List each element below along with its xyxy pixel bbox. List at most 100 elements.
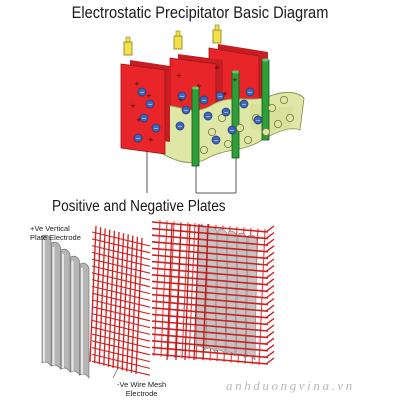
- assembly-horizontal-wire: [151, 307, 269, 319]
- mesh-horizontal-wire: [91, 326, 151, 342]
- positive-vertical-plate: [70, 255, 80, 377]
- plus-symbol: +: [136, 116, 142, 124]
- minus-symbol: −: [205, 113, 210, 120]
- assembly-wire-end: [265, 225, 275, 233]
- negative-ion: −: [245, 87, 255, 97]
- insulator-right: [212, 24, 222, 44]
- positive-vertical-plate: [79, 262, 90, 380]
- mesh-horizontal-wire: [91, 231, 151, 247]
- negative-ion: −: [137, 87, 147, 97]
- assembly-front-vertical-wire: [193, 223, 200, 361]
- negative-ion: −: [215, 91, 225, 101]
- particles-and-ions: −−−−−−−−−−−−−−−−−+++++++++++: [130, 64, 294, 154]
- mesh-horizontal-wire: [91, 251, 151, 267]
- assembly-wire-end: [265, 245, 275, 253]
- minus-symbol: −: [201, 97, 206, 104]
- assembly-wire-end: [265, 344, 275, 352]
- assembly-horizontal-wire: [151, 353, 269, 365]
- mesh-horizontal-wire: [91, 306, 151, 322]
- mesh-horizontal-wire: [91, 299, 151, 315]
- positive-plate-label: +Ve Vertical Plate Electrode: [30, 224, 81, 242]
- mesh-horizontal-wire: [91, 258, 151, 274]
- minus-symbol: −: [183, 107, 188, 114]
- insulator-left: [123, 36, 133, 56]
- negative-ion: −: [253, 115, 263, 125]
- discharge-electrode-1: [191, 86, 200, 167]
- assembly-wire-end: [265, 251, 275, 259]
- gas-particle: [235, 124, 244, 133]
- precipitator-basic-diagram: −−−−−−−−−−−−−−−−−+++++++++++: [120, 24, 305, 194]
- mesh-vertical-wire: [103, 229, 111, 366]
- positive-plate-label-line2: Plate Electrode: [30, 233, 81, 242]
- mesh-vertical-wire: [112, 231, 120, 369]
- negative-ion: −: [211, 135, 221, 145]
- assembly-horizontal-wire: [151, 326, 269, 339]
- mesh-vertical-wire: [93, 227, 102, 364]
- mesh-horizontal-wire: [91, 292, 151, 308]
- insulator-middle: [173, 30, 183, 50]
- assembly-wire-end: [265, 284, 275, 292]
- plus-symbol: +: [134, 80, 140, 88]
- negative-wire-mesh: [89, 225, 151, 376]
- gas-particle: [285, 114, 294, 123]
- mesh-vertical-wire: [116, 233, 125, 370]
- mesh-horizontal-wire: [91, 285, 151, 301]
- plus-symbol: +: [146, 92, 152, 100]
- plus-symbol: +: [222, 90, 228, 98]
- plus-symbol: +: [214, 64, 220, 72]
- negative-ion: −: [151, 123, 161, 133]
- negative-ion: −: [177, 91, 187, 101]
- gas-particle: [261, 127, 270, 136]
- gas-particle: [207, 127, 216, 136]
- mesh-horizontal-wire: [91, 245, 151, 261]
- mesh-horizontal-wire: [91, 333, 151, 349]
- plus-symbol: +: [196, 82, 202, 90]
- negative-ion: −: [227, 125, 237, 135]
- gas-particle: [217, 114, 226, 123]
- negative-ion: −: [175, 121, 185, 131]
- assembly-wire-end: [265, 357, 275, 365]
- collector-plate-front: [120, 60, 170, 155]
- plus-symbol: +: [178, 96, 184, 104]
- mesh-horizontal-wire: [91, 319, 151, 335]
- mesh-vertical-wire: [107, 230, 116, 367]
- assembly-front-vertical-wire: [175, 223, 182, 361]
- plus-symbol: +: [130, 102, 136, 110]
- assembly-horizontal-wire: [151, 300, 269, 312]
- assembly-wire-end: [265, 258, 275, 266]
- minus-symbol: −: [179, 93, 184, 100]
- assembly-wire-end: [265, 317, 275, 325]
- gas-particle: [267, 104, 276, 113]
- assembly-mesh-front: [151, 221, 275, 365]
- label-leader-negative: [112, 367, 119, 379]
- mesh-horizontal-wire: [91, 279, 151, 295]
- gas-particle: [223, 139, 232, 148]
- minus-symbol: −: [229, 127, 234, 134]
- mesh-horizontal-wire: [91, 360, 151, 376]
- assembly-horizontal-wire: [151, 280, 269, 293]
- assembly-horizontal-wire: [151, 287, 269, 299]
- positive-vertical-plate: [51, 241, 61, 371]
- mesh-vertical-wire: [121, 234, 129, 371]
- minus-symbol: −: [217, 93, 222, 100]
- assembly-wire-end: [265, 324, 275, 332]
- mesh-horizontal-wire: [91, 313, 151, 329]
- positive-vertical-plate: [60, 248, 71, 374]
- assembly-wire-end: [265, 291, 275, 299]
- ground-wires: [146, 152, 237, 194]
- watermark-text: anhduongvina.vn: [226, 378, 355, 393]
- negative-ion: −: [133, 133, 143, 143]
- assembly-front-vertical-wire: [202, 223, 209, 361]
- gas-particle: [243, 135, 252, 144]
- minus-symbol: −: [153, 125, 158, 132]
- minus-symbol: −: [135, 135, 140, 142]
- assembly-horizontal-wire: [151, 260, 269, 273]
- negative-ion: −: [139, 113, 149, 123]
- negative-mesh-label-line2: Electrode: [125, 389, 158, 398]
- assembly-wire-end: [265, 311, 275, 319]
- assembly-wire-end: [265, 304, 275, 312]
- assembly-horizontal-wire: [151, 274, 269, 286]
- assembly-plate: [225, 230, 238, 357]
- minus-symbol: −: [141, 115, 146, 122]
